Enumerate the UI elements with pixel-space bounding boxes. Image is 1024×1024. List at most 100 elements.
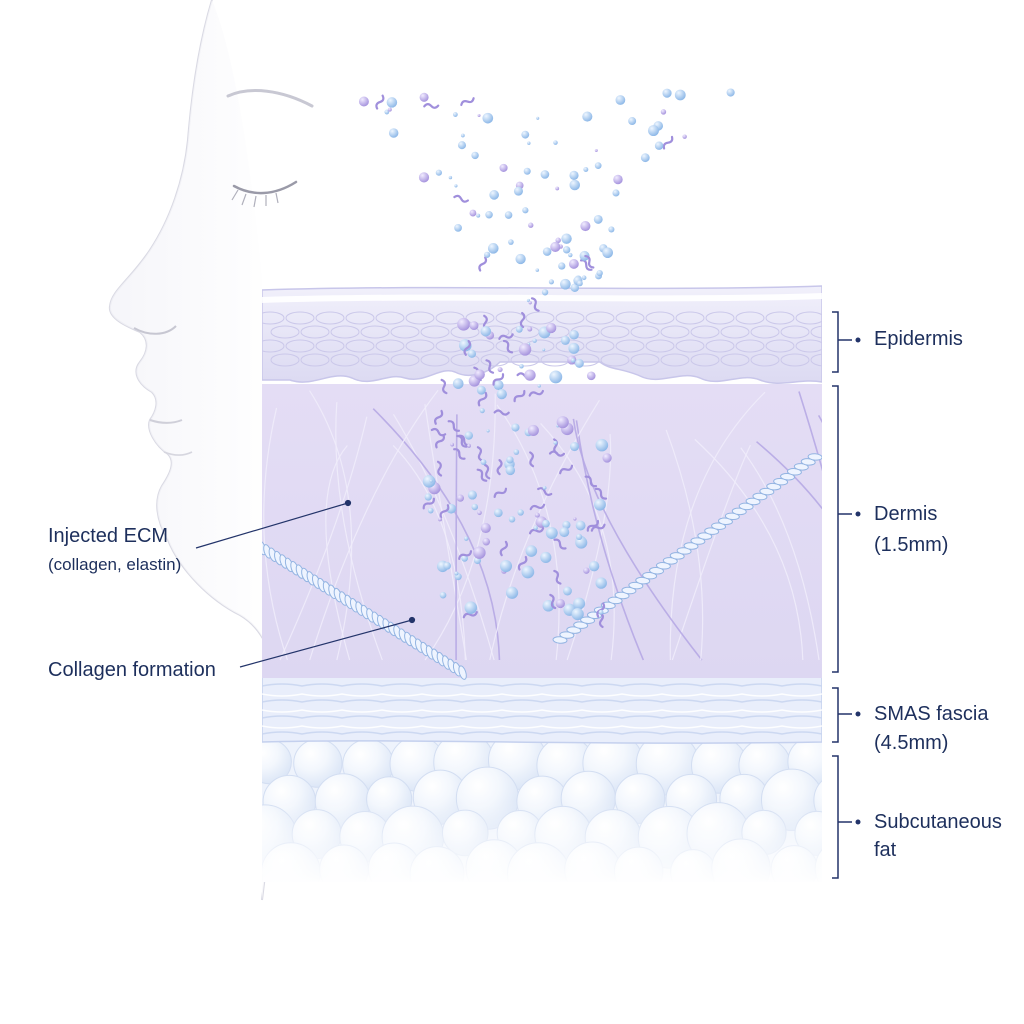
ecm-particle <box>388 108 392 112</box>
ecm-particle <box>559 527 569 537</box>
ecm-particle <box>682 134 686 138</box>
ecm-particle <box>470 321 479 330</box>
ecm-particle <box>487 429 490 432</box>
ecm-particle <box>453 112 458 117</box>
ecm-particle <box>546 323 556 333</box>
ecm-particle <box>583 167 588 172</box>
ecm-particle <box>514 187 523 196</box>
ecm-particle <box>488 243 499 254</box>
ecm-particle <box>596 577 607 588</box>
ecm-particle <box>655 142 663 150</box>
ecm-particle <box>527 327 532 332</box>
ecm-particle <box>506 466 515 475</box>
ecm-particle <box>589 561 599 571</box>
ecm-particle <box>519 364 524 369</box>
ecm-particle <box>571 358 576 363</box>
ecm-particle <box>540 552 551 563</box>
ecm-particle <box>420 93 429 102</box>
ecm-particle <box>500 164 508 172</box>
ecm-particle <box>457 495 464 502</box>
ecm-particle <box>472 504 479 511</box>
ecm-particle <box>560 279 571 290</box>
ecm-particle <box>561 336 570 345</box>
ecm-particle <box>506 456 513 463</box>
ecm-particle <box>526 545 538 557</box>
elastin-fiber <box>662 136 673 150</box>
elastin-fiber <box>375 95 384 109</box>
ecm-particle <box>569 259 579 269</box>
ecm-particle <box>727 88 735 96</box>
ecm-particle <box>533 339 537 343</box>
ecm-particle <box>449 176 452 179</box>
ecm-particle <box>450 443 454 447</box>
ecm-particle <box>536 268 540 272</box>
ecm-particle <box>535 513 540 518</box>
ecm-particle <box>508 239 514 245</box>
ecm-particle <box>569 330 579 340</box>
ecm-particle <box>602 247 613 258</box>
ecm-particle <box>453 378 464 389</box>
elastin-fiber <box>478 257 487 272</box>
ecm-particle <box>594 215 603 224</box>
ecm-particle <box>533 526 537 530</box>
label-dermis: Dermis <box>874 500 937 528</box>
elastin-fiber <box>424 104 438 109</box>
ecm-particle <box>557 416 569 428</box>
ecm-particle <box>359 97 369 107</box>
ecm-particle <box>575 359 584 368</box>
ecm-particle <box>661 109 666 114</box>
ecm-particle <box>524 369 535 380</box>
label-fat: fat <box>874 836 896 864</box>
ecm-particle <box>596 439 609 452</box>
ecm-particle <box>494 508 503 517</box>
ecm-particle <box>556 599 565 608</box>
ecm-particle <box>506 587 518 599</box>
label-dermis-depth: (1.5mm) <box>874 531 948 559</box>
ecm-particle <box>628 117 636 125</box>
ecm-particle <box>615 95 625 105</box>
ecm-particle <box>543 486 547 490</box>
ecm-particle <box>468 350 476 358</box>
ecm-particle <box>423 475 436 488</box>
bracket-dots <box>856 338 861 825</box>
ecm-particle <box>476 214 480 218</box>
ecm-particle <box>480 408 485 413</box>
ecm-particle <box>528 425 539 436</box>
ecm-particle <box>542 289 548 295</box>
ecm-particle <box>468 490 477 499</box>
ecm-particle <box>425 493 432 500</box>
ecm-particle <box>489 190 499 200</box>
ecm-particle <box>546 527 558 539</box>
ecm-particle <box>478 114 481 117</box>
ecm-particle <box>513 449 519 455</box>
ecm-particle <box>524 168 531 175</box>
ecm-particle <box>553 441 557 445</box>
ecm-particle <box>595 149 598 152</box>
ecm-particle <box>436 170 442 176</box>
ecm-particle <box>454 184 457 187</box>
ecm-particle <box>470 210 477 217</box>
ecm-particle <box>529 301 532 304</box>
ecm-particle <box>484 252 490 258</box>
ecm-particle <box>419 172 429 182</box>
ecm-particle <box>464 536 468 540</box>
ecm-particle <box>481 523 491 533</box>
ecm-particle <box>481 326 491 336</box>
ecm-particle <box>541 170 550 179</box>
label-collagen-formation: Collagen formation <box>48 656 216 684</box>
ecm-particle <box>582 275 587 280</box>
label-smas-depth: (4.5mm) <box>874 729 948 757</box>
ecm-particle <box>500 560 512 572</box>
ecm-particle <box>662 89 671 98</box>
ecm-particle <box>583 567 589 573</box>
ecm-particle <box>563 246 570 253</box>
ecm-particle <box>597 270 603 276</box>
ecm-particle <box>580 221 590 231</box>
ecm-particle <box>521 566 534 579</box>
ecm-particle <box>595 162 602 169</box>
ecm-particle <box>511 423 519 431</box>
ecm-particle <box>482 538 490 546</box>
ecm-particle <box>594 499 606 511</box>
ecm-particle <box>599 610 604 615</box>
